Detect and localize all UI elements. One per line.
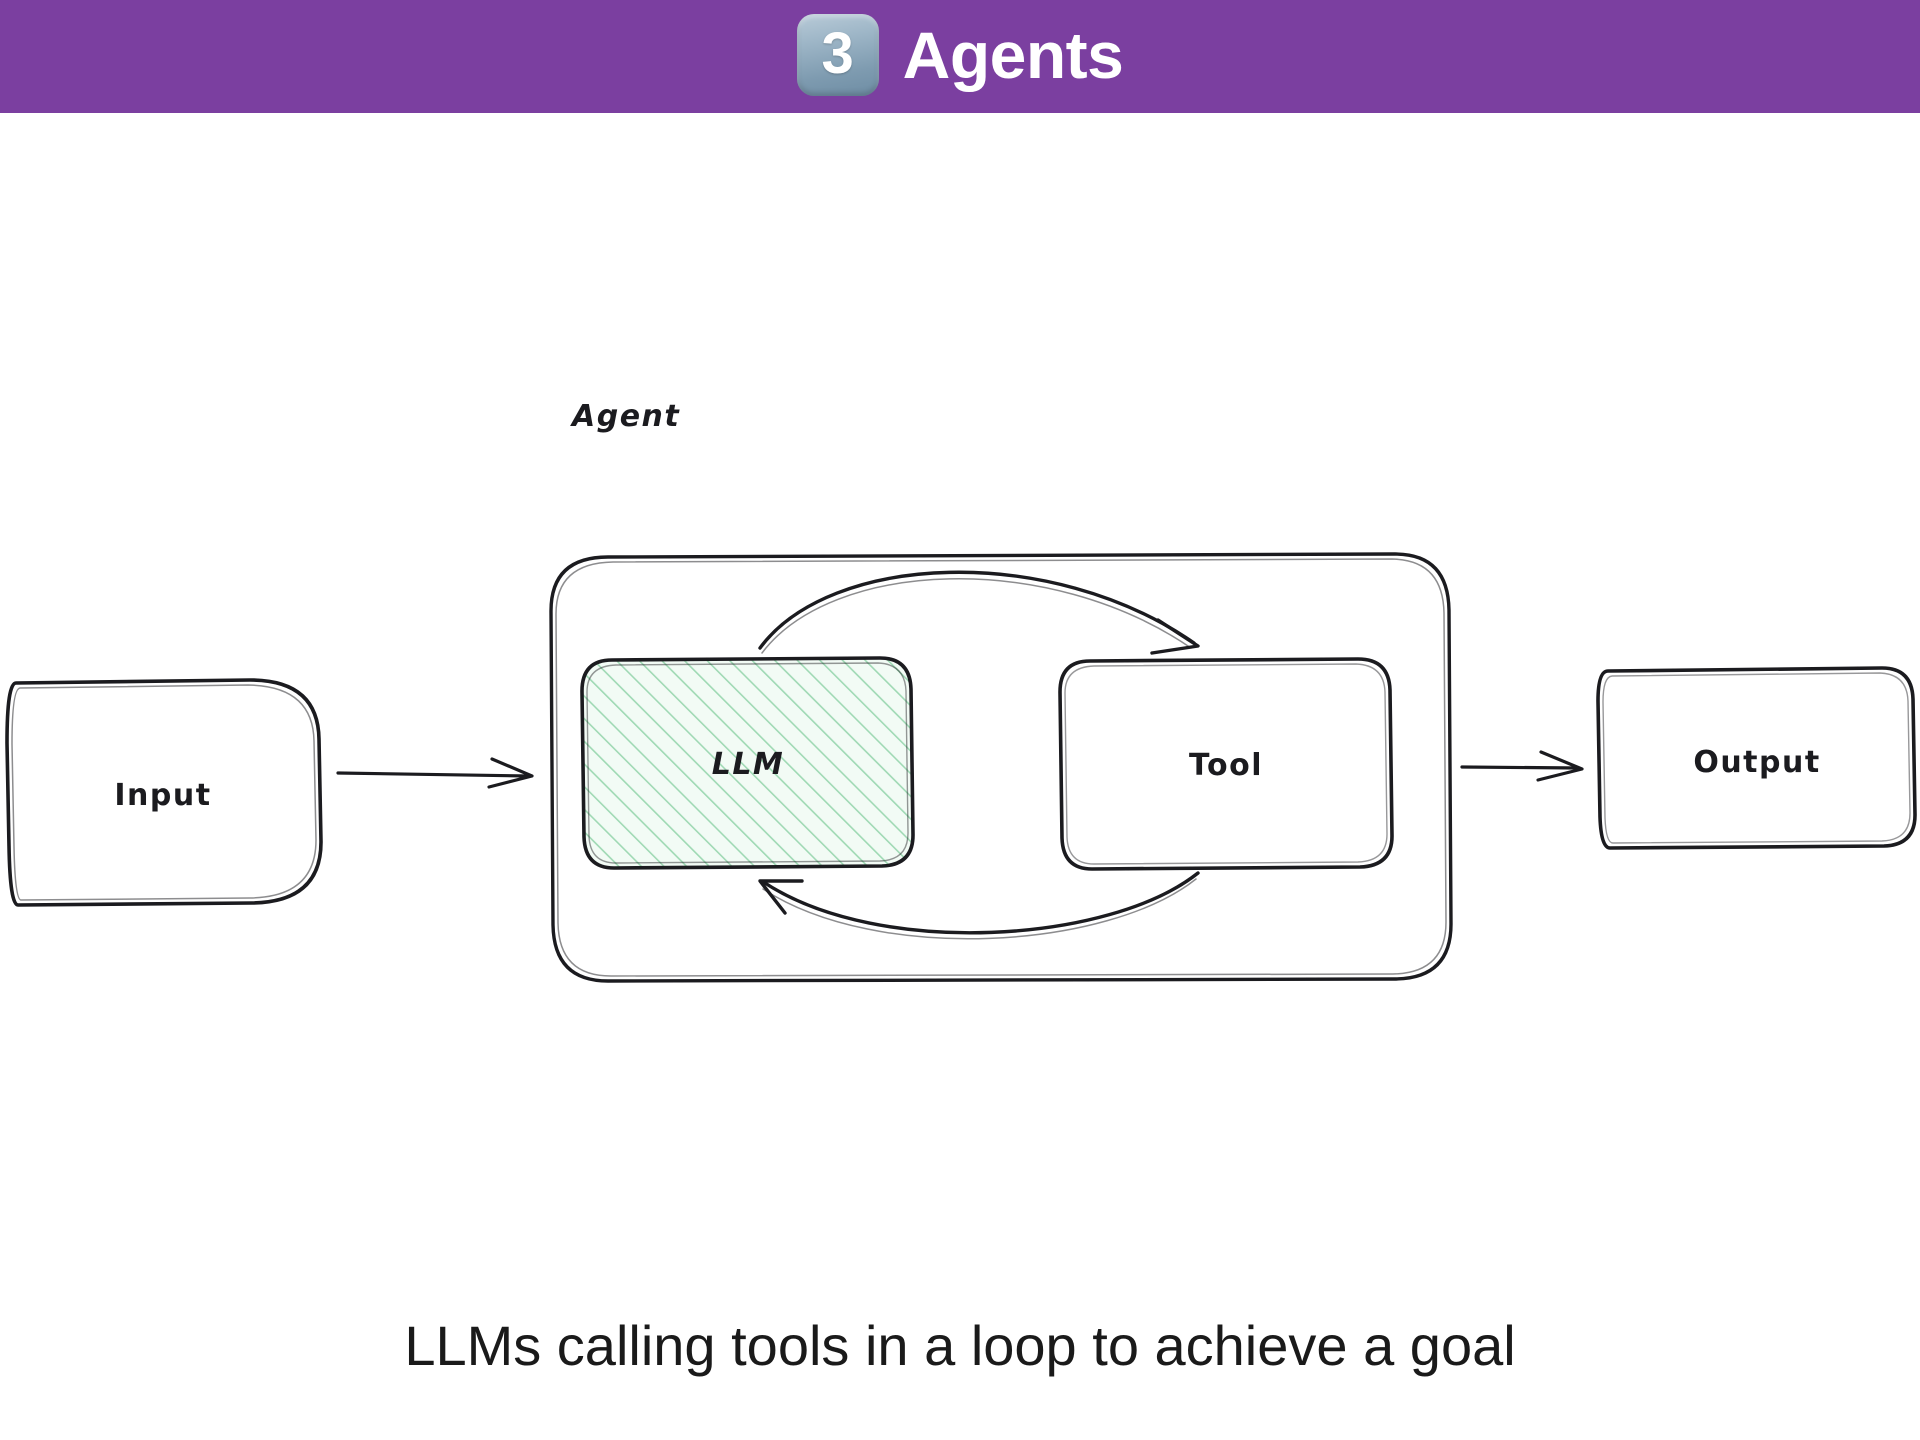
- diagram-svg: Agent Input LLM Tool Output: [5, 399, 1917, 983]
- agent-container-outline-echo: [555, 558, 1447, 977]
- tool-box-outline-echo: [1064, 663, 1388, 865]
- agent-container: [549, 552, 1453, 983]
- llm-box-outline-echo: [586, 662, 909, 864]
- node-llm[interactable]: LLM: [580, 656, 915, 870]
- arrowhead-tool-llm: [758, 879, 804, 915]
- header-bar: 3 Agents: [0, 0, 1920, 113]
- output-box-outline-echo: [1602, 672, 1911, 844]
- llm-label: LLM: [712, 747, 785, 782]
- llm-box-fill: [580, 656, 915, 870]
- page-title: Agents: [902, 17, 1124, 92]
- keycap-digit: 3: [821, 20, 854, 86]
- node-tool[interactable]: Tool: [1058, 657, 1394, 871]
- keycap-three-icon: 3: [796, 13, 879, 96]
- output-box-outline: [1596, 666, 1917, 850]
- output-label: Output: [1693, 745, 1820, 780]
- tool-box-outline: [1058, 657, 1394, 871]
- arrowhead-agent-output: [1536, 750, 1584, 782]
- edge-input-to-llm: [336, 757, 534, 789]
- agent-container-outline: [549, 552, 1453, 983]
- arrowhead-llm-tool: [1150, 618, 1200, 655]
- input-box-outline: [5, 678, 323, 907]
- input-label: Input: [114, 778, 211, 813]
- edge-agent-to-output: [1460, 750, 1584, 782]
- edge-tool-to-llm: [758, 871, 1200, 940]
- caption-text: LLMs calling tools in a loop to achieve …: [404, 1314, 1516, 1377]
- agent-flow-diagram: Agent Input LLM Tool Output: [0, 113, 1920, 1273]
- arrowhead-input-llm: [487, 757, 534, 789]
- edge-llm-to-tool: [758, 570, 1200, 655]
- node-output[interactable]: Output: [1596, 666, 1917, 850]
- tool-label: Tool: [1189, 748, 1263, 783]
- input-box-outline-echo: [11, 684, 317, 901]
- agent-group-label: Agent: [570, 399, 680, 434]
- node-input[interactable]: Input: [5, 678, 323, 907]
